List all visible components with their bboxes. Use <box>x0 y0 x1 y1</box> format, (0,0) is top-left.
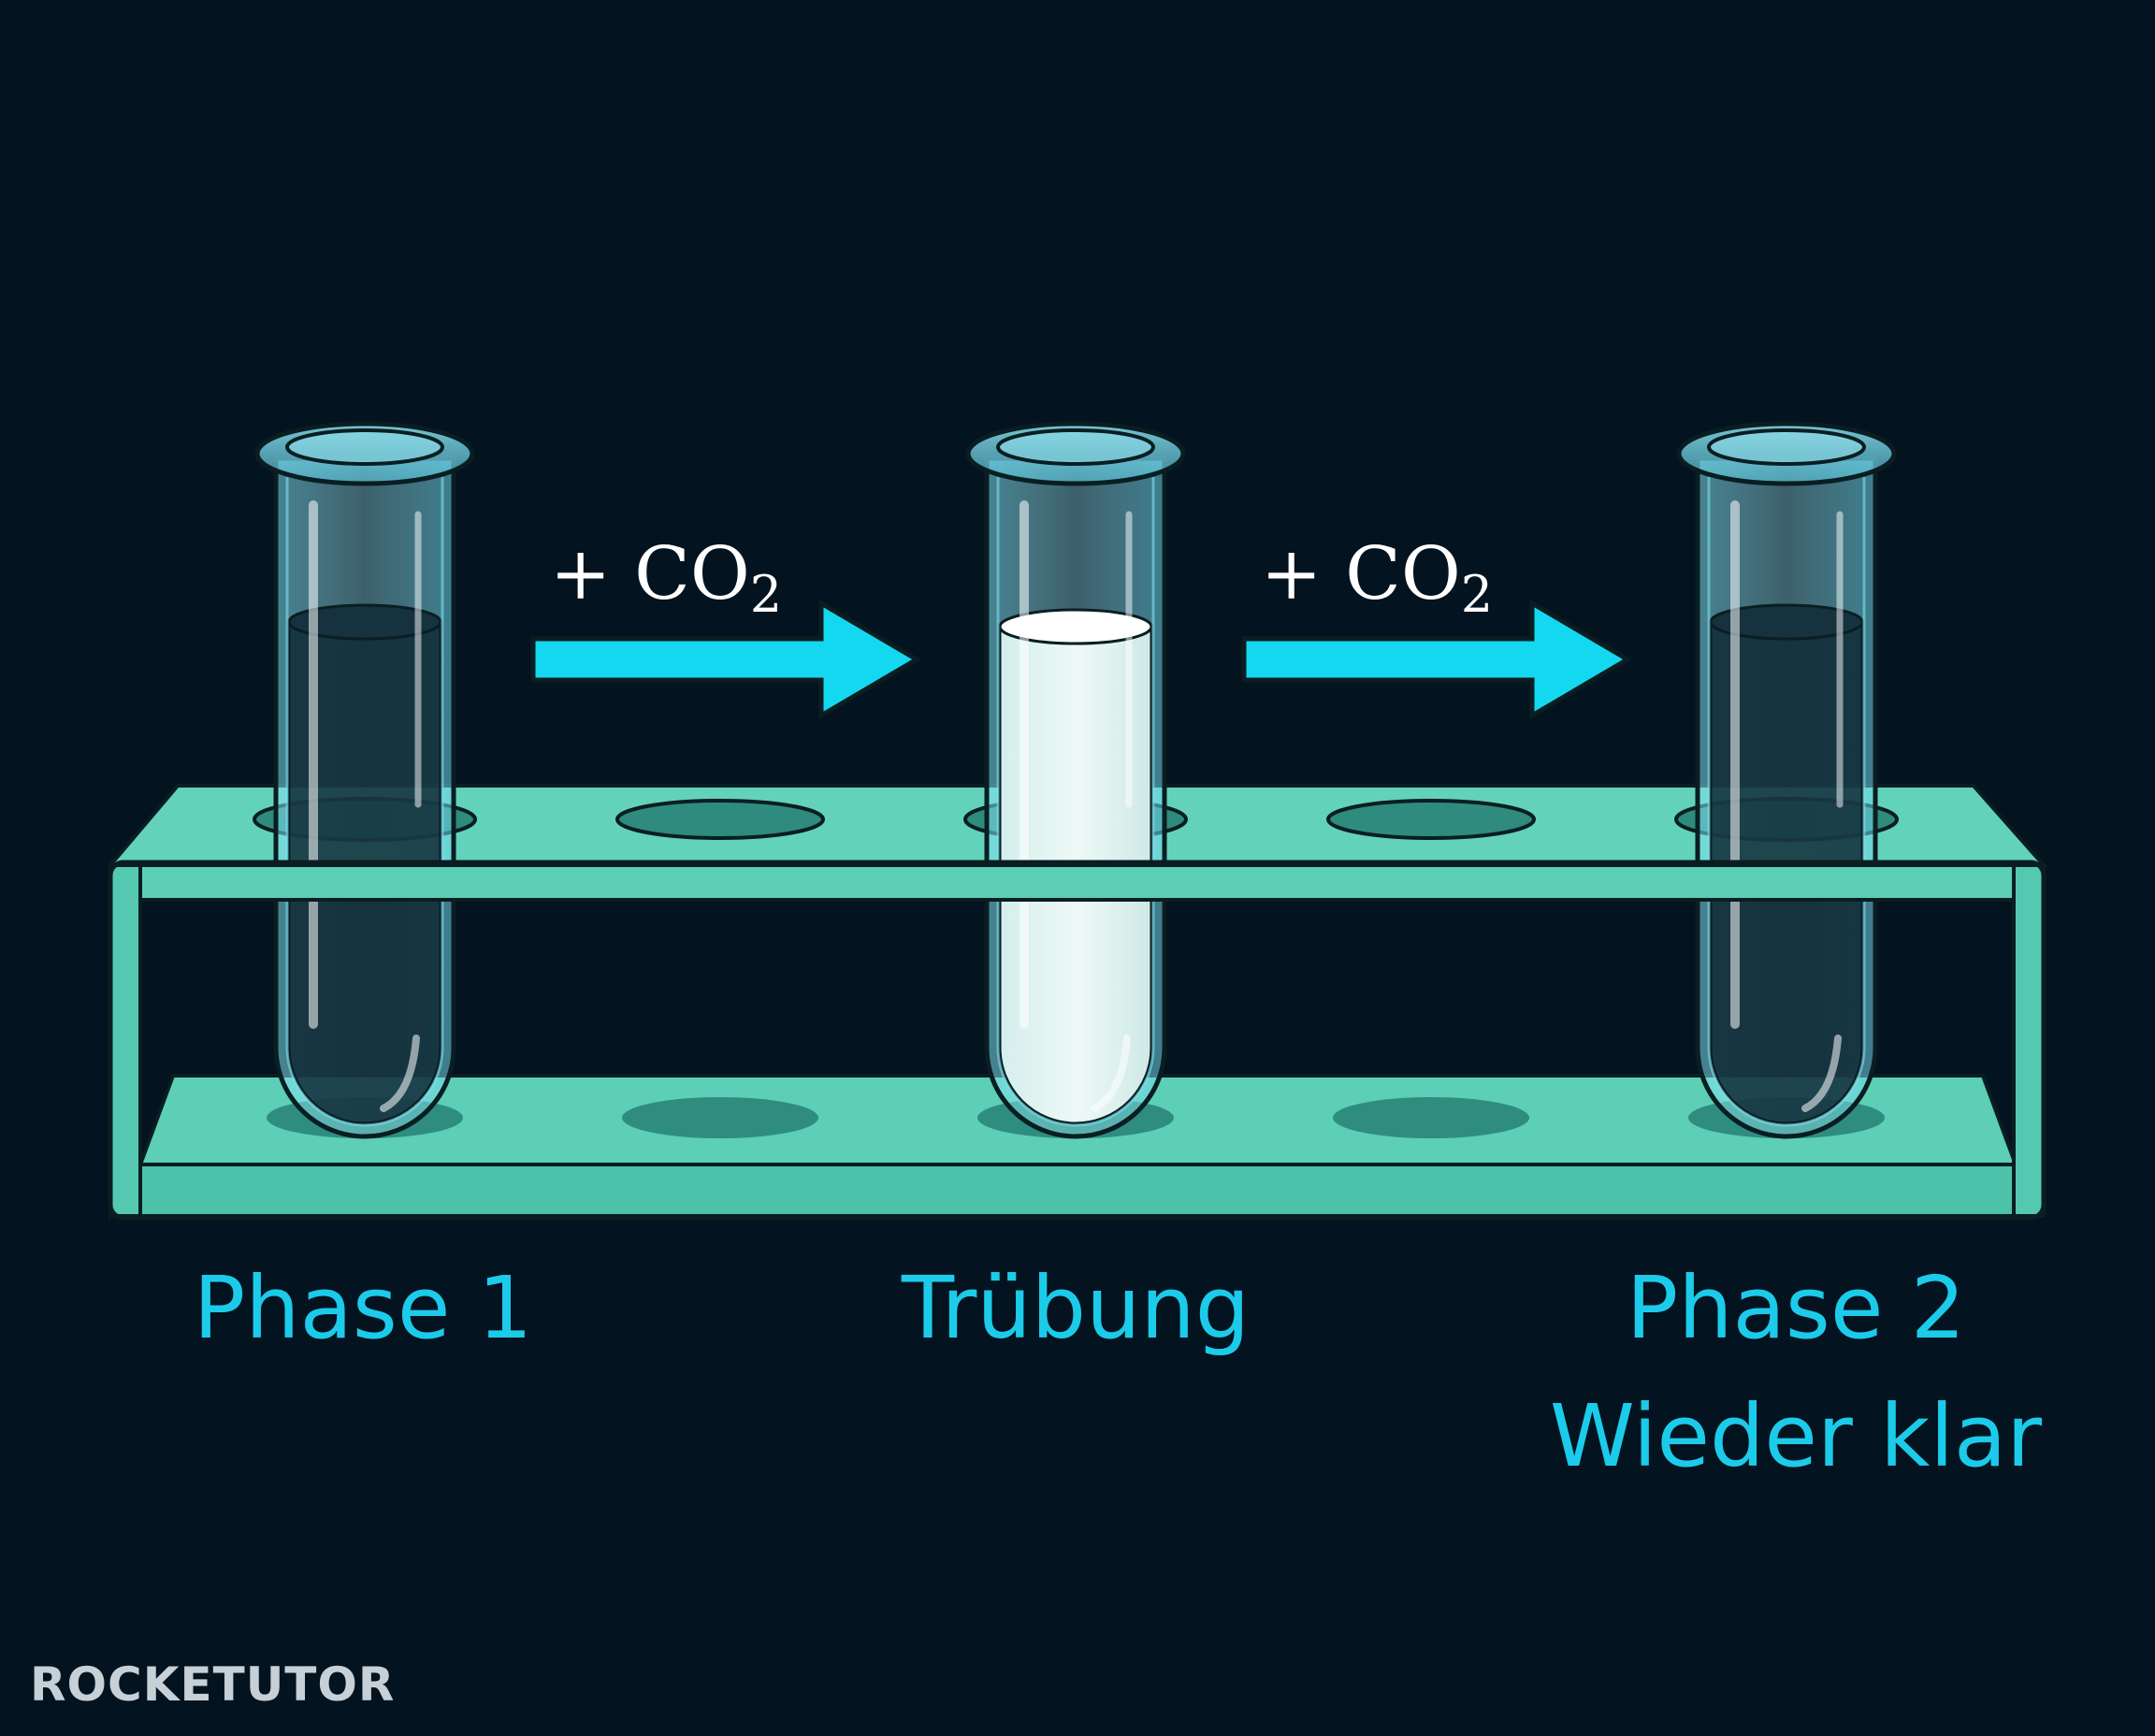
rack-front <box>108 860 2047 1221</box>
logo-text: ROCKETUTOR <box>30 1657 395 1712</box>
test-tube-1 <box>253 421 477 1139</box>
tube-label-2: Trübung <box>901 1258 1250 1358</box>
co2-label: + CO2 <box>1261 532 1493 624</box>
co2-label: + CO2 <box>550 532 782 624</box>
reaction-arrow-2: + CO2 <box>1241 532 1632 720</box>
reaction-arrow-1: + CO2 <box>530 532 921 720</box>
test-tube-3 <box>1674 421 1899 1139</box>
arrow-shape <box>530 599 921 720</box>
rocketutor-logo: ROCKETUTOR <box>30 1657 395 1712</box>
tube-sublabel-3: Wieder klar <box>1550 1386 2042 1486</box>
tube-label-1: Phase 1 <box>194 1258 532 1358</box>
test-tube-2 <box>963 421 1188 1139</box>
tube-label-3: Phase 2 <box>1627 1258 1965 1358</box>
arrow-shape <box>1241 599 1632 720</box>
